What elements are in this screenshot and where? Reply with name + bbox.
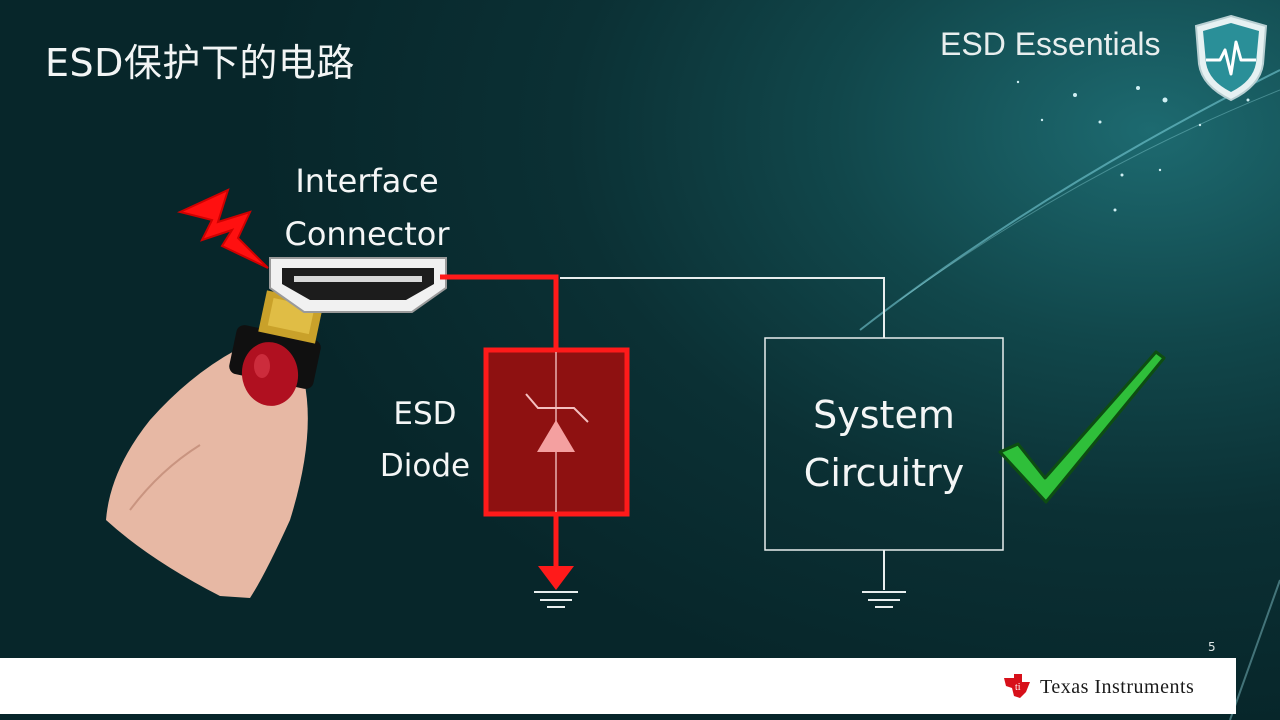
ground-icon xyxy=(534,591,578,608)
texas-instruments-wordmark: Texas Instruments xyxy=(1040,676,1194,699)
company-first-word: Texas xyxy=(1040,676,1089,698)
esd-arrow-icon xyxy=(538,566,574,590)
texas-instruments-logo-icon: ti xyxy=(1004,674,1030,698)
system-label: System Circuitry xyxy=(765,386,1003,502)
lightning-bolt-icon xyxy=(176,188,269,269)
diode-label: ESD Diode xyxy=(362,388,488,492)
hdmi-connector-icon xyxy=(269,257,447,313)
brand-title: ESD Essentials xyxy=(940,26,1161,62)
connector-label: Interface Connector xyxy=(262,155,472,261)
svg-text:ti: ti xyxy=(1015,682,1021,693)
signal-wire xyxy=(560,277,885,338)
system-label-line1: System xyxy=(813,393,955,437)
diode-label-line2: Diode xyxy=(379,448,471,484)
shield-icon xyxy=(1194,14,1268,102)
footer-bar xyxy=(0,658,1236,714)
diode-label-line1: ESD xyxy=(393,396,457,432)
esd-current-path xyxy=(440,274,559,350)
company-second-word: Instruments xyxy=(1094,676,1195,698)
connector-label-line2: Connector xyxy=(284,215,450,253)
tvs-diode-icon xyxy=(537,420,575,452)
system-label-line2: Circuitry xyxy=(803,451,965,495)
light-streak xyxy=(859,69,1280,331)
system-circuitry-box xyxy=(764,337,1004,551)
light-streak xyxy=(899,89,1280,301)
checkmark-icon xyxy=(998,350,1166,504)
hand-with-plug xyxy=(106,290,324,598)
ground-icon xyxy=(862,550,906,608)
connector-label-line1: Interface xyxy=(295,162,439,200)
star-field xyxy=(1016,80,1250,212)
slide-title: ESD保护下的电路 xyxy=(45,41,355,85)
zener-bar xyxy=(525,393,589,423)
page-number: 5 xyxy=(1208,640,1216,654)
